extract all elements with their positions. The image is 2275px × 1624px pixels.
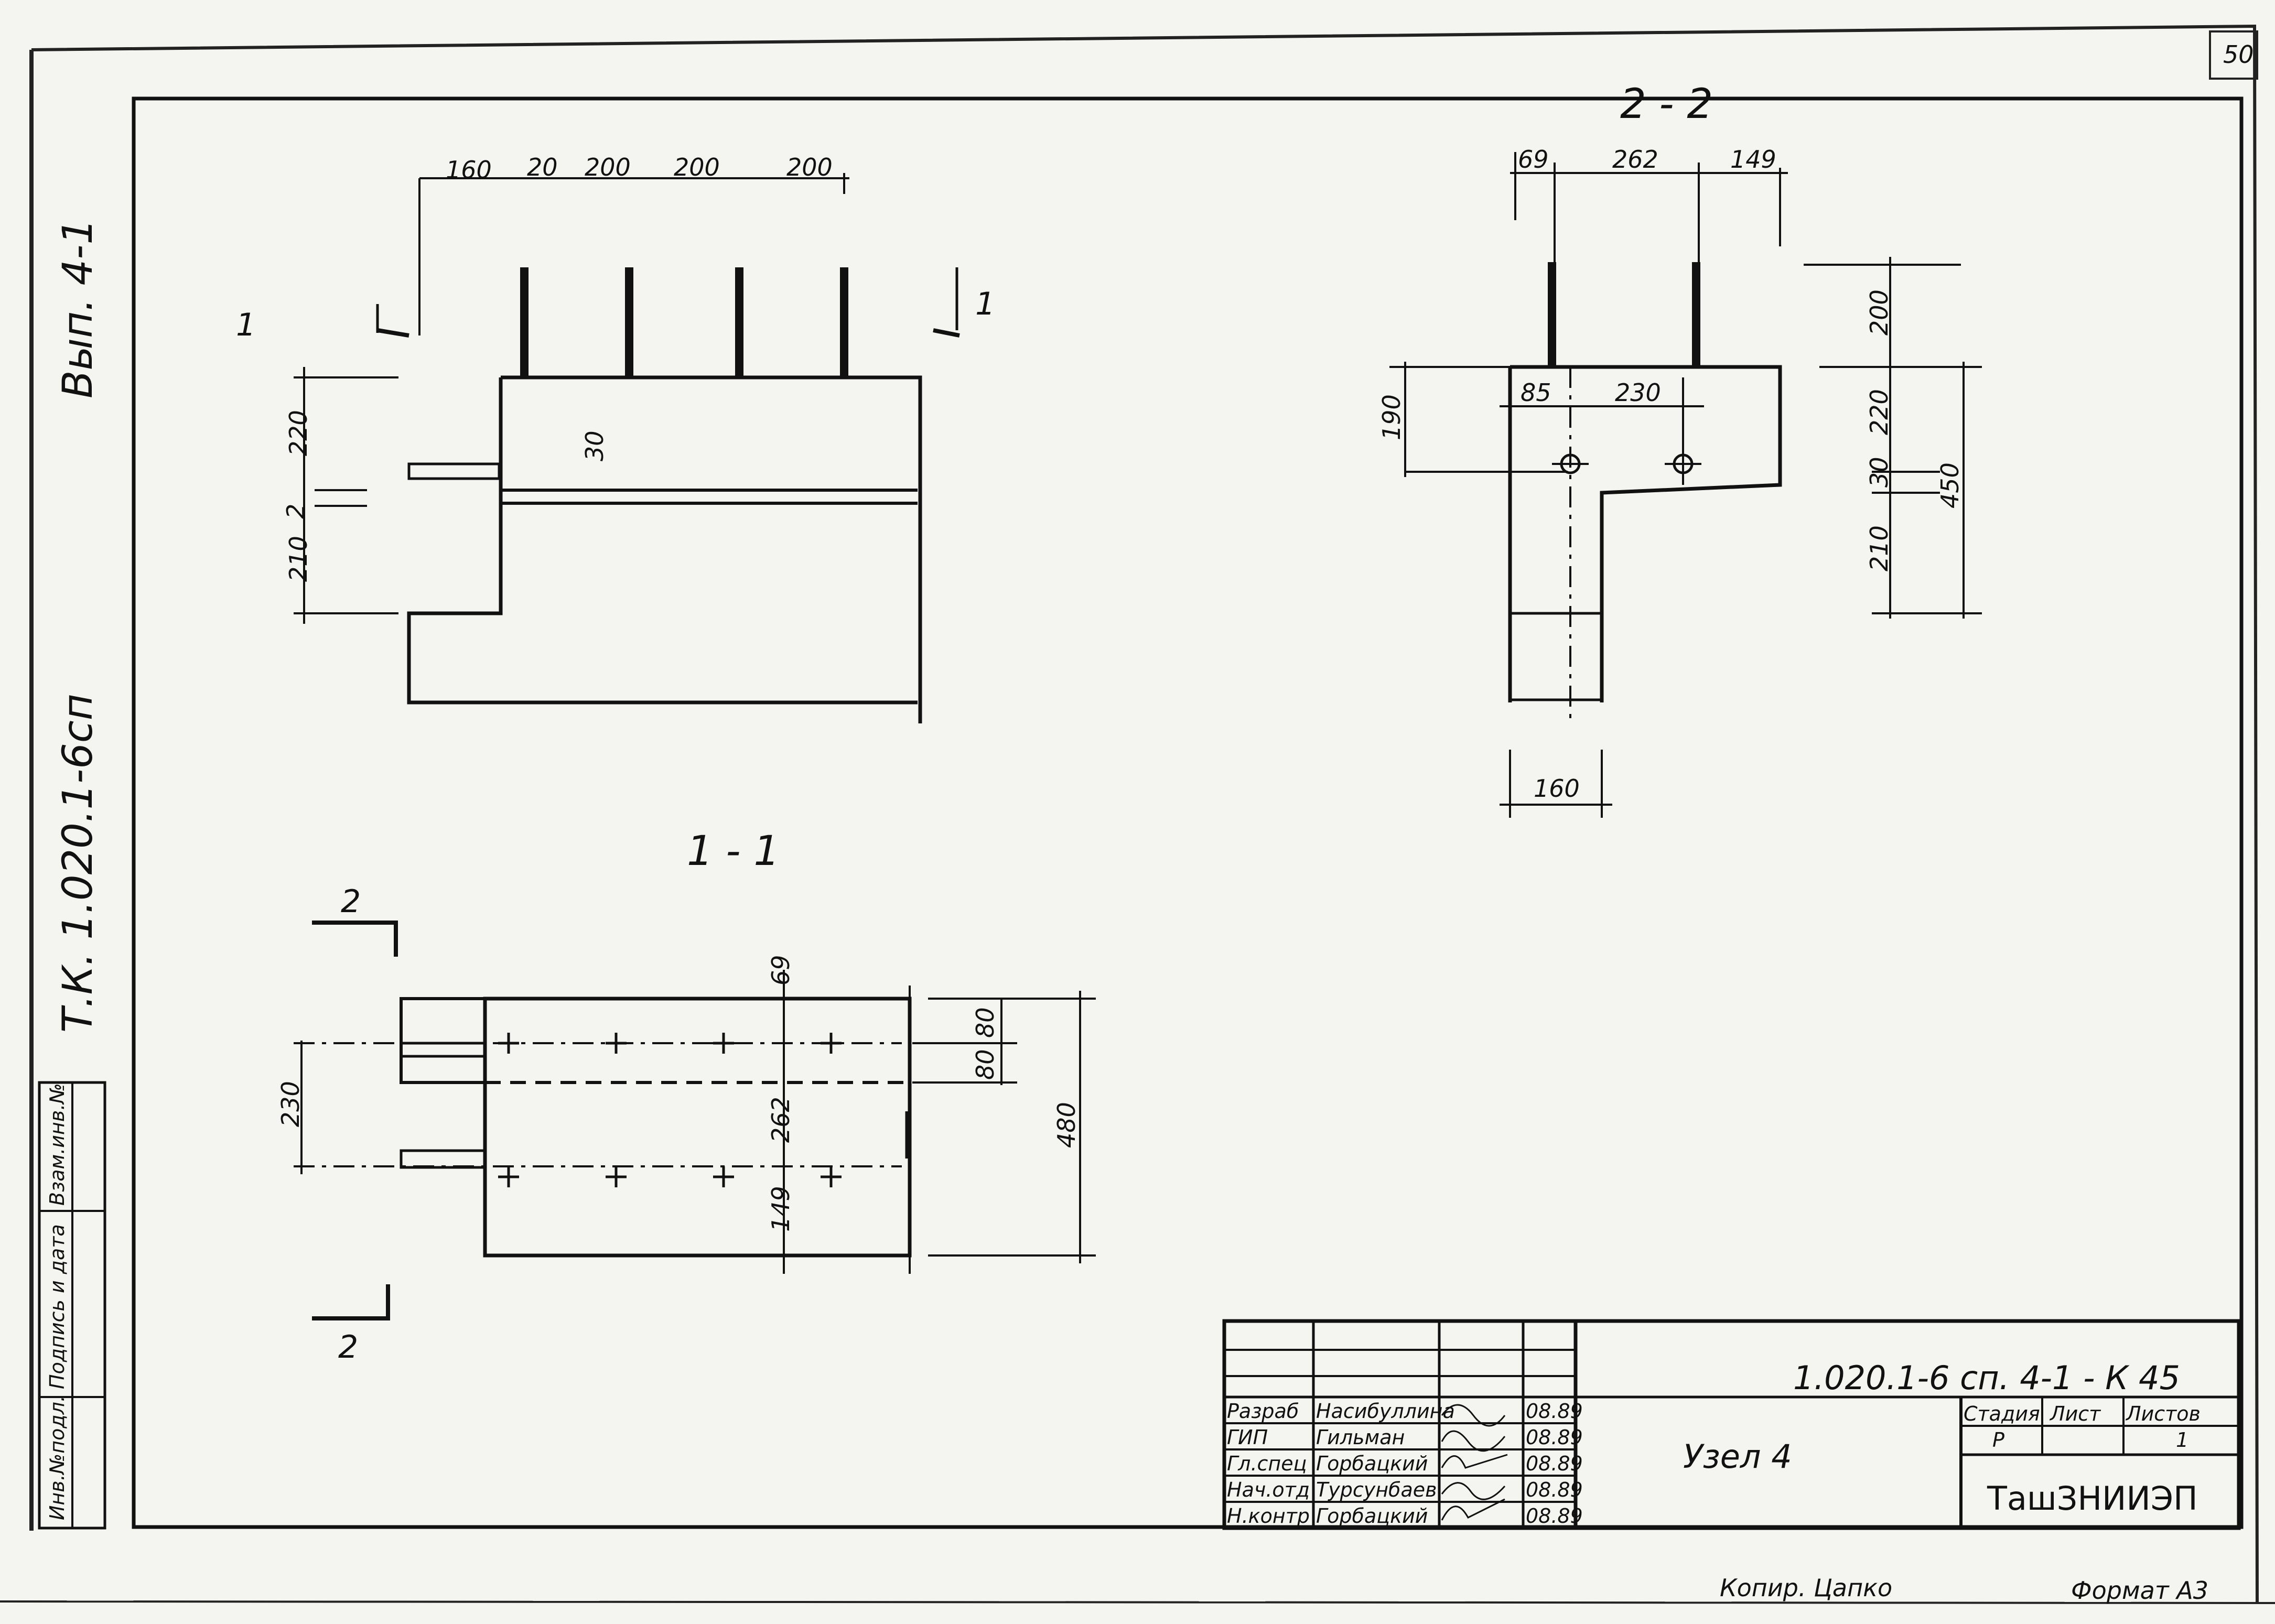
tb-sheets-label: Листов <box>2125 1402 2201 1425</box>
front-top-dim-5: 200 <box>786 153 833 181</box>
signature <box>1441 1482 1506 1500</box>
svg-text:ГИП: ГИП <box>1227 1426 1268 1449</box>
front-section-mark-right: 1 <box>975 286 995 322</box>
svg-text:Горбацкий: Горбацкий <box>1316 1452 1428 1475</box>
outer-frame <box>31 24 2259 1605</box>
front-left-dim-1: 220 <box>284 410 312 456</box>
tb-sheet-label: Лист <box>2049 1402 2101 1425</box>
s11-dim-230: 230 <box>276 1081 305 1127</box>
s11-dim-480: 480 <box>1052 1102 1081 1148</box>
s22-top-dim-149: 149 <box>1730 145 1776 174</box>
svg-text:08.89: 08.89 <box>1526 1400 1583 1423</box>
side-label-top: Вып. 4-1 <box>55 219 102 398</box>
section-1-1-cut-mark-bottom: 2 <box>338 1329 358 1366</box>
section-1-1-cut-mark-top: 2 <box>341 883 361 920</box>
section-1-1-title: 1 - 1 <box>687 828 780 875</box>
svg-text:Нач.отд: Нач.отд <box>1227 1478 1310 1501</box>
svg-text:Горбацкий: Горбацкий <box>1316 1504 1428 1528</box>
svg-text:08.89: 08.89 <box>1526 1452 1583 1475</box>
front-top-dim-2: 20 <box>527 153 558 181</box>
tb-stage-value: Р <box>1992 1428 2004 1452</box>
tb-org: ТашЗНИИЭП <box>1987 1479 2198 1518</box>
title-block <box>1222 1319 2241 1530</box>
front-top-dim-3: 200 <box>585 153 631 181</box>
signature <box>1441 1498 1505 1521</box>
front-section-mark-left: 1 <box>236 307 256 343</box>
front-inner-dim: 30 <box>580 430 609 461</box>
svg-text:Н.контр: Н.контр <box>1227 1504 1310 1528</box>
footer-format: Формат А3 <box>2071 1576 2208 1605</box>
s22-right-dim-210: 210 <box>1865 525 1893 571</box>
s11-dim-149: 149 <box>767 1186 795 1232</box>
tb-doc-code: 1.020.1-6 сп. 4-1 - К 45 <box>1793 1359 2180 1397</box>
section-2-2-view <box>1389 152 1982 818</box>
svg-text:Разраб: Разраб <box>1227 1400 1299 1423</box>
front-view <box>294 173 960 723</box>
s11-dim-262: 262 <box>767 1097 795 1143</box>
tb-row: Н.контр Горбацкий 08.89 <box>1227 1498 1583 1528</box>
corner-box <box>2209 30 2258 80</box>
svg-text:08.89: 08.89 <box>1526 1478 1583 1501</box>
corner-number: 50 <box>2223 40 2254 69</box>
stamp-inv: Инв.№подл. <box>46 1395 69 1520</box>
tb-row: Нач.отд Турсунбаев 08.89 <box>1227 1478 1583 1501</box>
svg-text:Турсунбаев: Турсунбаев <box>1316 1478 1437 1501</box>
section-1-1-view <box>294 921 1096 1320</box>
s22-inner-dim-85: 85 <box>1521 378 1551 407</box>
svg-text:08.89: 08.89 <box>1526 1426 1583 1449</box>
s22-right-dim-200: 200 <box>1865 289 1893 335</box>
tb-row: ГИП Гильман 08.89 <box>1227 1426 1583 1452</box>
s22-top-dim-262: 262 <box>1612 145 1658 174</box>
side-stamp: Инв.№подл. Подпись и дата Взам.инв.№ <box>38 1081 106 1530</box>
s22-left-dim-190: 190 <box>1377 394 1406 440</box>
stamp-replace: Взам.инв.№ <box>46 1083 69 1206</box>
section-2-2-title: 2 - 2 <box>1620 81 1713 128</box>
svg-text:08.89: 08.89 <box>1526 1504 1583 1528</box>
tb-stage-label: Стадия <box>1964 1402 2040 1425</box>
tb-sheets-value: 1 <box>2176 1428 2188 1452</box>
svg-text:Гильман: Гильман <box>1316 1426 1405 1449</box>
signature <box>1441 1404 1506 1427</box>
footer-copyist: Копир. Цапко <box>1720 1574 1892 1602</box>
front-left-dim-2: 2 <box>282 504 310 519</box>
s22-bottom-dim-160: 160 <box>1534 774 1580 803</box>
side-label-mid: Т.К. 1.020.1-6сп <box>55 694 102 1033</box>
s22-top-dim-69: 69 <box>1518 145 1549 174</box>
svg-text:Насибуллина: Насибуллина <box>1316 1400 1455 1423</box>
s22-right-dim-30: 30 <box>1865 457 1893 488</box>
inner-frame <box>132 96 2244 1529</box>
tb-name: Узел 4 <box>1683 1437 1792 1476</box>
sheet-edge <box>0 1600 2275 1604</box>
signature <box>1441 1430 1506 1452</box>
s22-inner-dim-230: 230 <box>1615 378 1661 407</box>
signature <box>1441 1454 1508 1469</box>
s22-right-dim-450: 450 <box>1936 462 1964 508</box>
tb-row: Разраб Насибуллина 08.89 <box>1227 1400 1583 1427</box>
s11-dim-80-a: 80 <box>971 1007 999 1038</box>
tb-row: Гл.спец Горбацкий 08.89 <box>1227 1452 1583 1475</box>
front-left-dim-3: 210 <box>284 536 312 582</box>
s22-right-dim-220: 220 <box>1865 389 1893 435</box>
svg-text:Гл.спец: Гл.спец <box>1227 1452 1307 1475</box>
stamp-sign: Подпись и дата <box>46 1224 69 1389</box>
s11-dim-80-b: 80 <box>971 1049 999 1080</box>
s11-dim-69: 69 <box>767 955 795 986</box>
front-top-dim-1: 160 <box>446 156 492 184</box>
front-top-dim-4: 200 <box>674 153 720 181</box>
